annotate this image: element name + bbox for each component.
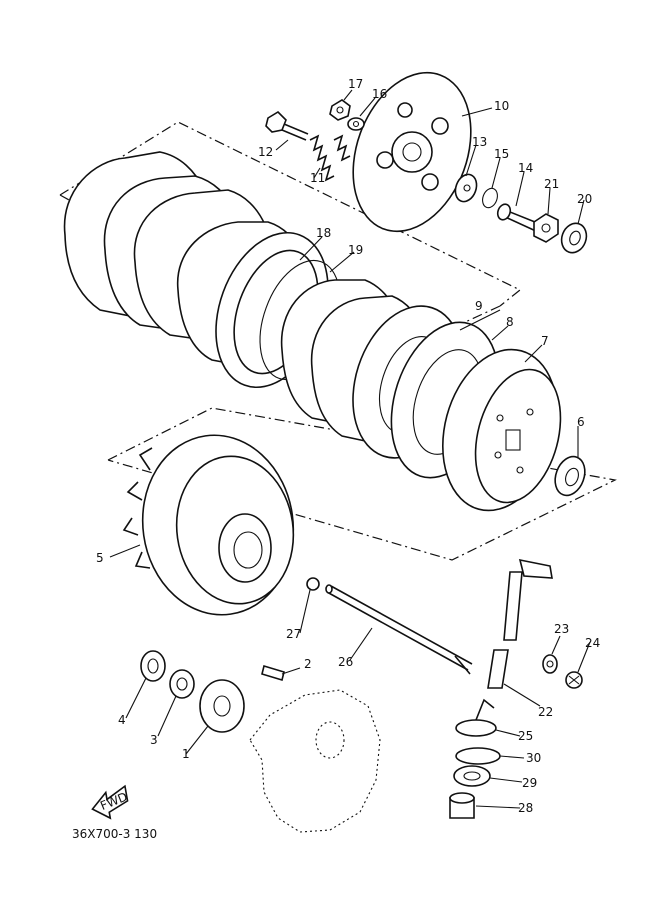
callout-28: 28 xyxy=(518,801,533,815)
drawing-code: 36X700-3 130 xyxy=(72,827,157,841)
part-10-pressure-plate xyxy=(352,71,472,233)
callout-13: 13 xyxy=(472,135,487,149)
part-5-clutch-housing xyxy=(122,434,295,616)
callout-21: 21 xyxy=(544,177,559,191)
callout-2: 2 xyxy=(304,657,312,671)
callout-17: 17 xyxy=(348,77,363,91)
part-14-push-rod xyxy=(496,203,541,233)
part-3-washer xyxy=(169,669,195,699)
part-16-washer xyxy=(347,117,365,131)
callout-12: 12 xyxy=(258,145,273,159)
callout-4: 4 xyxy=(118,713,126,727)
callout-5: 5 xyxy=(96,551,104,565)
callout-15: 15 xyxy=(494,147,509,161)
part-15-ring xyxy=(482,187,498,209)
part-26-push-rod xyxy=(325,584,473,675)
callout-labels: 1 2 3 4 5 6 7 8 9 10 11 12 13 14 15 16 1… xyxy=(96,77,600,815)
part-28-bushing xyxy=(449,792,475,819)
callout-10: 10 xyxy=(494,99,509,113)
callout-23: 23 xyxy=(554,622,569,636)
callout-30: 30 xyxy=(526,751,541,765)
part-2-key xyxy=(261,664,285,682)
part-12-bolt xyxy=(265,110,309,141)
callout-22: 22 xyxy=(538,705,553,719)
callout-24: 24 xyxy=(585,636,600,650)
part-22-push-lever xyxy=(487,558,553,689)
part-30-circlip xyxy=(455,747,501,765)
part-11-spring xyxy=(309,134,351,182)
callout-20: 20 xyxy=(577,192,592,206)
callout-26: 26 xyxy=(338,655,353,669)
callout-8: 8 xyxy=(506,315,514,329)
part-4-nut xyxy=(140,650,166,682)
callout-1: 1 xyxy=(182,747,190,761)
callout-3: 3 xyxy=(150,733,158,747)
callout-27: 27 xyxy=(286,627,301,641)
crankcase-phantom xyxy=(249,689,381,833)
part-27-ball xyxy=(306,577,320,591)
fwd-arrow-icon: FWD xyxy=(91,784,130,820)
callout-25: 25 xyxy=(518,729,533,743)
part-1-gear xyxy=(199,679,245,733)
plate-stack-left xyxy=(63,151,312,368)
callout-16: 16 xyxy=(372,87,387,101)
callout-11: 11 xyxy=(310,171,325,185)
lower-reference-plane xyxy=(107,407,617,561)
part-6-washer xyxy=(554,455,586,497)
part-20-washer xyxy=(560,222,588,254)
part-29-seal xyxy=(453,765,491,787)
part-24-bolt xyxy=(565,671,583,689)
part-17-nut xyxy=(329,99,351,121)
part-23-washer xyxy=(542,654,558,674)
part-21-nut xyxy=(533,213,559,243)
part-25-spring xyxy=(455,698,497,737)
part-13-washer xyxy=(454,173,478,203)
callout-14: 14 xyxy=(518,161,533,175)
callout-29: 29 xyxy=(522,776,537,790)
part-7-clutch-boss xyxy=(441,348,562,512)
leader-lines xyxy=(109,89,591,809)
callout-18: 18 xyxy=(316,226,331,240)
callout-9: 9 xyxy=(475,299,483,313)
callout-7: 7 xyxy=(541,334,549,348)
callout-6: 6 xyxy=(577,415,585,429)
callout-19: 19 xyxy=(348,243,363,257)
